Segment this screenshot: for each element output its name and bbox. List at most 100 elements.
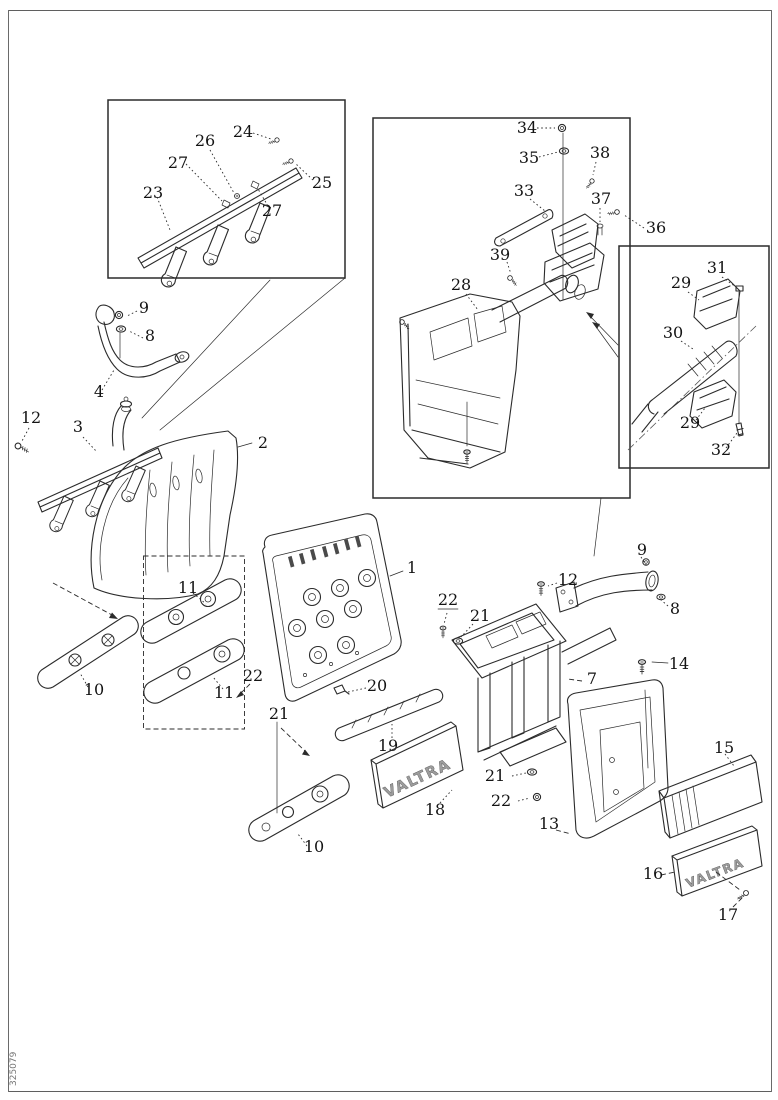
strip-hole-hatch — [70, 655, 80, 665]
callout-38: 38 — [590, 143, 610, 162]
strip-hole — [316, 790, 324, 798]
callout-8: 8 — [145, 326, 155, 345]
callout-21: 21 — [269, 704, 289, 723]
callout-11: 11 — [178, 578, 198, 597]
clamp-29-lower — [689, 379, 737, 429]
strip-10-upper: 10 — [37, 582, 139, 699]
pipe-flange — [555, 581, 579, 613]
badge-18-text: VALTRA — [381, 755, 454, 802]
part-13-inner-panel — [599, 721, 645, 813]
washer-21 — [452, 637, 464, 645]
leaders-11 — [192, 592, 224, 690]
plate-hole — [172, 613, 180, 621]
strap-hole — [542, 213, 548, 219]
callout-15: 15 — [714, 738, 734, 757]
part-2-outline — [90, 430, 239, 600]
rivet — [329, 662, 333, 666]
plate-hole-washer — [167, 608, 185, 626]
part-2-slot — [149, 482, 157, 498]
plate-hole-washer — [199, 590, 217, 608]
washer-35 — [558, 147, 570, 155]
plate-hole — [204, 595, 212, 603]
bolt-12 — [13, 441, 31, 454]
part-7-top-plate — [451, 603, 567, 679]
callout-23: 23 — [143, 183, 163, 202]
callout-35: 35 — [519, 148, 539, 167]
part-30-pipe — [651, 340, 738, 415]
leader-10 — [79, 672, 89, 688]
detail-box-b-border — [372, 117, 631, 499]
exhaust-elbow: 12 9 8 — [537, 540, 680, 618]
part-10-strip — [37, 615, 139, 689]
washer-8 — [656, 593, 666, 601]
clip-20 — [333, 684, 350, 695]
part-2-slot — [172, 475, 180, 491]
callout-17: 17 — [718, 905, 738, 924]
leader-lines-box-c — [680, 276, 738, 449]
leaders-7-fasteners — [443, 612, 531, 802]
callout-11: 11 — [214, 683, 234, 702]
leader-lines-rail-3 — [21, 427, 98, 453]
part-33-strap — [494, 209, 554, 247]
leader-13 — [555, 829, 572, 835]
part-3-rail — [37, 447, 163, 513]
callout-26: 26 — [195, 131, 215, 150]
block-15: 15 — [658, 738, 763, 839]
leader-18 — [439, 789, 453, 804]
part-10-strip — [248, 774, 350, 842]
callout-34: 34 — [517, 118, 537, 137]
pipe-bellows — [687, 345, 723, 377]
strip-hole — [281, 805, 295, 819]
plate-hole — [218, 650, 226, 658]
phantom-box — [143, 555, 245, 730]
callout-20: 20 — [367, 676, 387, 695]
rail-hanger — [48, 493, 75, 535]
leaders-16-17 — [660, 871, 743, 908]
callout-31: 31 — [707, 258, 727, 277]
badge-16-text: VALTRA — [684, 855, 747, 891]
part-15-block — [658, 754, 763, 839]
detail-box-exhaust-pipe: 31 29 30 29 32 — [618, 245, 770, 469]
callout-10: 10 — [84, 680, 104, 699]
mount-bracket-upper — [551, 213, 599, 269]
flange-hole — [568, 599, 574, 605]
leader-1 — [389, 570, 404, 577]
bolt-22 — [439, 625, 447, 639]
arrowhead — [109, 612, 118, 619]
bolt-14 — [637, 659, 647, 675]
strip-19: 19 — [334, 688, 444, 755]
clip-27 — [221, 180, 260, 209]
pipe-curve — [573, 571, 653, 607]
screw-bottom — [463, 449, 471, 464]
inset-box-a-border — [107, 99, 346, 279]
flange-hole — [560, 589, 566, 595]
part-4-top-pad — [95, 304, 115, 325]
leader-2 — [237, 442, 253, 448]
detail-arrows — [587, 313, 619, 358]
shield-2: 2 — [90, 430, 268, 600]
assembly-arrow — [52, 582, 113, 616]
part-13-bezel — [579, 696, 656, 823]
callout-7: 7 — [587, 669, 597, 688]
part-1-outline — [262, 513, 402, 702]
part-2-ribs — [99, 449, 215, 581]
part-4-strap — [97, 321, 181, 378]
part-7-foot — [499, 727, 567, 767]
box-b-pointer-line — [593, 497, 602, 557]
grille-panel-1: 1 20 — [262, 513, 417, 702]
callout-39: 39 — [490, 245, 510, 264]
part-23-rail — [137, 167, 303, 269]
nut-34 — [557, 123, 567, 133]
part-18-badge-plate — [370, 721, 464, 809]
part-1-inner-border — [272, 534, 392, 689]
callout-14: 14 — [669, 654, 689, 673]
callout-24: 24 — [233, 122, 253, 141]
part-19-strip — [334, 688, 444, 742]
inset-box-bracket-rail: 26 24 27 23 25 27 — [107, 99, 346, 290]
callout-22: 22 — [438, 590, 458, 609]
callout-29: 29 — [671, 273, 691, 292]
screw-25 — [281, 157, 295, 168]
callout-30: 30 — [663, 323, 683, 342]
callout-2: 2 — [258, 433, 268, 452]
